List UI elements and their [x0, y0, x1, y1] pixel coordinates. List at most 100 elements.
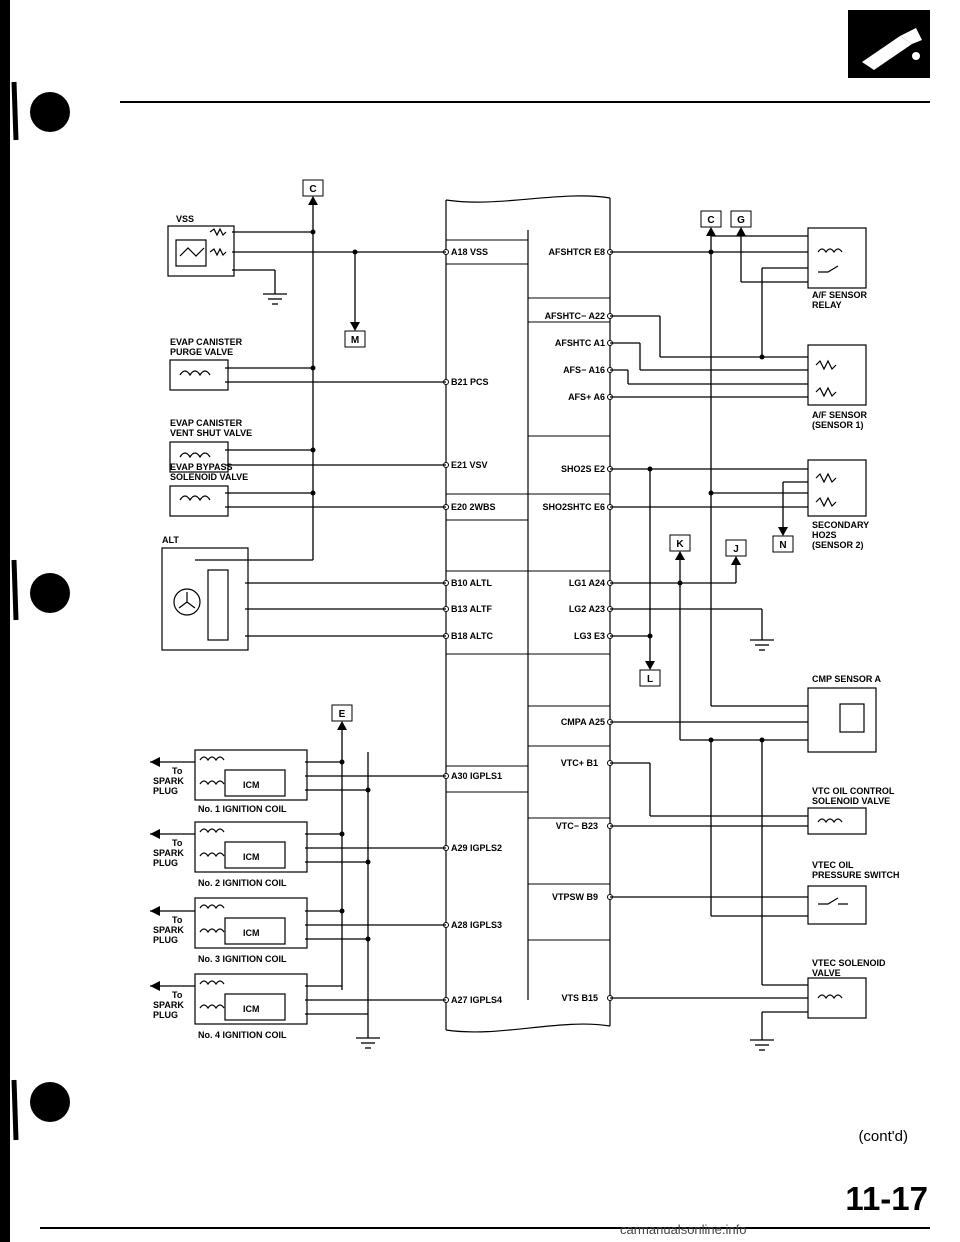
- connector-label: M: [351, 335, 359, 346]
- connector-m: M: [344, 330, 366, 348]
- ecm-pin-label: VTC+ B1: [561, 758, 598, 768]
- coil-label: No. 1 IGNITION COIL: [198, 804, 287, 814]
- ecm-pin-label: A29 IGPLS2: [451, 843, 502, 853]
- vtec-switch-label: VTEC OIL: [812, 860, 854, 870]
- vtc-solenoid: [807, 807, 867, 835]
- ignition-coil-2: [150, 821, 308, 873]
- ecm-pin-label: A18 VSS: [451, 247, 488, 257]
- connector-c-top-left: C: [302, 179, 324, 197]
- connector-g: G: [730, 210, 752, 228]
- connector-label: N: [779, 540, 786, 551]
- coil-label: No. 4 IGNITION COIL: [198, 1030, 287, 1040]
- ecm-pin-label: A30 IGPLS1: [451, 771, 502, 781]
- ecm-pin-label: B18 ALTC: [451, 631, 494, 641]
- ecm-pin-label: SHO2SHTC E6: [542, 502, 605, 512]
- vtc-label: SOLENOID VALVE: [812, 796, 890, 806]
- binder-bars: [11, 81, 19, 1141]
- af-sensor-label: A/F SENSOR: [812, 410, 868, 420]
- ecm-pin-label: SHO2S E2: [561, 464, 605, 474]
- ignition-coil-1: [150, 749, 308, 801]
- spark-label: SPARK: [153, 776, 184, 786]
- arrow-icon: [150, 757, 160, 767]
- vtec-solenoid: [807, 977, 867, 1019]
- af-relay-label: A/F SENSOR: [812, 290, 868, 300]
- coil-label: No. 2 IGNITION COIL: [198, 878, 287, 888]
- ecm-pin-label: LG1 A24: [569, 578, 605, 588]
- evap-purge-label: PURGE VALVE: [170, 347, 233, 357]
- continued-note: (cont'd): [858, 1128, 908, 1145]
- ecm-pin-label: B13 ALTF: [451, 604, 493, 614]
- secondary-ho2s: [807, 459, 867, 517]
- connector-label: K: [676, 539, 684, 550]
- vtec-sol-label: VTEC SOLENOID: [812, 958, 886, 968]
- connector-c-right: C: [700, 210, 722, 228]
- connector-label: J: [733, 544, 739, 555]
- connector-label: C: [707, 215, 714, 226]
- arrow-icon: [150, 981, 160, 991]
- binder-edge: [0, 0, 10, 1242]
- ho2s-label: SECONDARY: [812, 520, 869, 530]
- spark-label: SPARK: [153, 1000, 184, 1010]
- ignition-coil-3: [150, 897, 308, 949]
- ecm-pin-label: VTC− B23: [556, 821, 598, 831]
- ground-symbol: [263, 293, 287, 305]
- icm-label: ICM: [243, 1004, 260, 1014]
- ecm-right-labels: AFSHTCR E8 AFSHTC− A22 AFSHTC A1 AFS− A1…: [542, 247, 605, 1003]
- ground-symbol: [750, 1039, 774, 1051]
- evap-vent-label: EVAP CANISTER: [170, 418, 243, 428]
- ecm-left-labels: A18 VSS B21 PCS E21 VSV E20 2WBS B10 ALT…: [451, 247, 502, 1005]
- coil-label: No. 3 IGNITION COIL: [198, 954, 287, 964]
- watermark: carmanualsonline.info: [620, 1222, 747, 1237]
- vss-label: VSS: [176, 214, 194, 224]
- ecm-pin-label: AFS− A16: [563, 365, 605, 375]
- punch-hole: [30, 1082, 70, 1122]
- spark-label: SPARK: [153, 925, 184, 935]
- af-sensor-relay: [807, 227, 867, 289]
- icm-label: ICM: [243, 780, 260, 790]
- connector-k: K: [669, 534, 691, 552]
- af-relay-label: RELAY: [812, 300, 842, 310]
- ecm-pin-label: AFSHTC− A22: [545, 311, 605, 321]
- arrow-icon: [150, 829, 160, 839]
- ecm-pin-label: E20 2WBS: [451, 502, 496, 512]
- evap-bypass-valve: [169, 485, 229, 517]
- af-sensor-label: (SENSOR 1): [812, 420, 864, 430]
- to-label: To: [172, 915, 183, 925]
- punch-hole: [30, 92, 70, 132]
- ecm-pin-label: AFSHTCR E8: [548, 247, 605, 257]
- evap-purge-valve: [169, 359, 229, 391]
- connector-label: G: [737, 215, 745, 226]
- connector-n: N: [772, 535, 794, 553]
- ecm-pin-label: A27 IGPLS4: [451, 995, 502, 1005]
- ground-symbol: [750, 639, 774, 651]
- icm-label: ICM: [243, 928, 260, 938]
- evap-vent-valve: [169, 441, 229, 473]
- connector-e: E: [331, 704, 353, 722]
- icm-label: ICM: [243, 852, 260, 862]
- cmp-sensor: [807, 687, 877, 753]
- ecm-separators: [446, 239, 610, 941]
- connector-label: C: [309, 184, 316, 195]
- to-label: To: [172, 838, 183, 848]
- ecm-pin-label: AFS+ A6: [568, 392, 605, 402]
- evap-bypass-label: EVAP BYPASS: [170, 462, 233, 472]
- ecm-pin-label: CMPA A25: [561, 717, 605, 727]
- ecm-pin-label: B21 PCS: [451, 377, 489, 387]
- ho2s-label: (SENSOR 2): [812, 540, 864, 550]
- evap-purge-label: EVAP CANISTER: [170, 337, 243, 347]
- evap-bypass-label: SOLENOID VALVE: [170, 472, 248, 482]
- af-sensor: [807, 344, 867, 406]
- fuel-nozzle-icon: [848, 10, 930, 78]
- connector-label: E: [339, 709, 346, 720]
- ecm-pin-label: LG2 A23: [569, 604, 605, 614]
- vss-sensor: [167, 225, 235, 277]
- ignition-coil-4: [150, 973, 308, 1025]
- right-splices: [647, 249, 765, 743]
- connector-label: L: [647, 674, 653, 685]
- ho2s-label: HO2S: [812, 530, 837, 540]
- vtec-sol-label: VALVE: [812, 968, 841, 978]
- spark-label: SPARK: [153, 848, 184, 858]
- right-arrows: [645, 227, 788, 670]
- to-label: To: [172, 766, 183, 776]
- ecm-pin-label: E21 VSV: [451, 460, 488, 470]
